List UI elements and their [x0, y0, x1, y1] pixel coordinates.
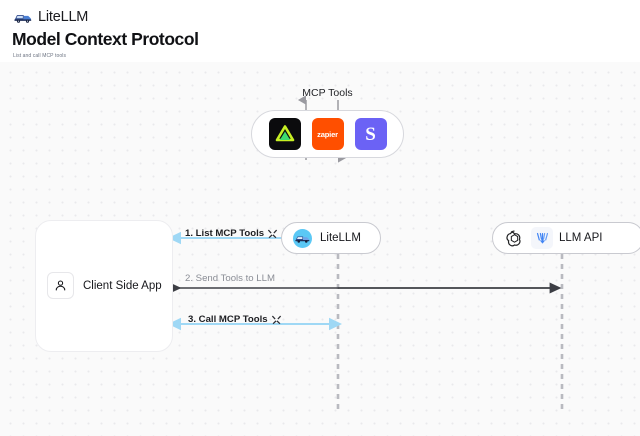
page-subtitle: List and call MCP tools — [13, 53, 67, 59]
litellm-truck-icon — [293, 228, 312, 248]
vertex-ai-icon — [531, 227, 553, 249]
openai-icon — [503, 227, 525, 249]
flow-label-step-3: 3. Call MCP Tools — [188, 314, 282, 325]
tool-tile-linear[interactable] — [268, 118, 301, 150]
node-llm-api[interactable]: LLM API — [492, 222, 640, 254]
node-litellm-label: LiteLLM — [320, 232, 361, 244]
flow-label-step-1: 1. List MCP Tools — [185, 228, 278, 239]
zapier-wordmark: zapier — [317, 129, 338, 139]
flow-label-step-2-text: 2. Send Tools to LLM — [185, 273, 275, 284]
client-side-app-label: Client Side App — [83, 279, 162, 292]
brand-name: LiteLLM — [38, 9, 89, 25]
node-llm-api-label: LLM API — [559, 232, 603, 244]
diagram-canvas[interactable]: MCP Tools zapier S — [0, 62, 640, 436]
wrench-icon — [271, 315, 281, 325]
page-title: Model Context Protocol — [12, 29, 199, 49]
person-icon — [47, 272, 74, 299]
mcp-tools-title: MCP Tools — [302, 87, 353, 99]
flow-label-step-2: 2. Send Tools to LLM — [185, 273, 275, 284]
tool-tile-zapier[interactable]: zapier — [311, 118, 344, 150]
tool-tile-slack[interactable]: S — [354, 118, 387, 150]
wrench-icon — [267, 229, 278, 239]
flow-label-step-3-text: 3. Call MCP Tools — [188, 314, 268, 325]
truck-icon — [14, 15, 32, 23]
brand: LiteLLM — [14, 7, 88, 27]
letter-s-icon: S — [365, 123, 376, 145]
flow-label-step-1-text: 1. List MCP Tools — [185, 228, 265, 239]
mcp-tools-card[interactable]: MCP Tools zapier S — [251, 87, 404, 158]
node-litellm[interactable]: LiteLLM — [281, 222, 381, 254]
green-triangle-icon — [275, 125, 294, 142]
client-side-app[interactable]: Client Side App — [47, 272, 162, 299]
